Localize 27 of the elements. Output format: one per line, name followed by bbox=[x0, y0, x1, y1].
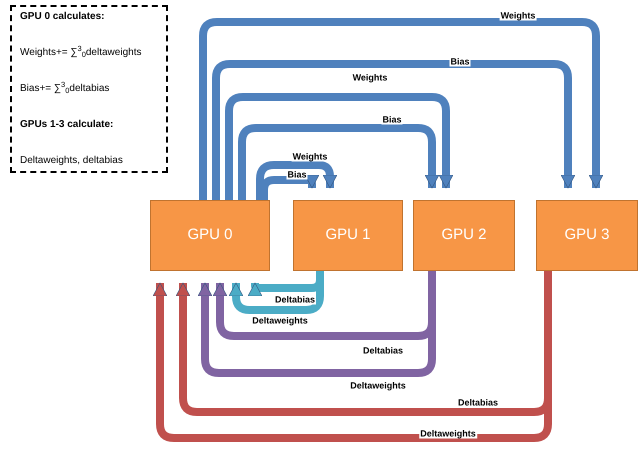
note-box bbox=[10, 5, 168, 173]
arrow bbox=[238, 124, 440, 200]
edge-label: Bias bbox=[382, 116, 402, 124]
note-text: Bias+= ∑$^{3}$$_{0}$deltabias bbox=[20, 82, 110, 96]
gpu-box: GPU 3 bbox=[536, 200, 638, 271]
edge-label: Weights bbox=[500, 12, 536, 20]
arrow bbox=[199, 18, 604, 200]
edge-label: Deltabias bbox=[456, 398, 500, 408]
note-text: Deltaweights, deltabias bbox=[20, 154, 124, 167]
note-heading: GPU 0 calculates: bbox=[20, 11, 106, 24]
gpu-box: GPU 0 bbox=[150, 200, 270, 271]
note-heading: GPUs 1-3 calculate: bbox=[20, 118, 114, 132]
note-text: Weights+= ∑$^{3}$$_{0}$deltaweights bbox=[20, 46, 142, 60]
edge-label: Deltabias bbox=[362, 346, 404, 356]
arrow bbox=[256, 161, 338, 200]
edge-label: Deltaweights bbox=[419, 430, 477, 438]
edge-label: Bias bbox=[450, 58, 470, 66]
edge-label: Deltaweights bbox=[349, 382, 407, 390]
gpu-box: GPU 1 bbox=[293, 200, 403, 271]
gpu-box: GPU 2 bbox=[413, 200, 515, 271]
edge-label: Bias bbox=[286, 170, 308, 180]
edge-label: Deltaweights bbox=[251, 316, 309, 326]
edge-label: Weights bbox=[292, 152, 328, 162]
arrow bbox=[225, 93, 454, 200]
arrow bbox=[212, 60, 576, 200]
edge-label: Weights bbox=[352, 74, 388, 82]
edge-label: Deltabias bbox=[274, 296, 316, 304]
